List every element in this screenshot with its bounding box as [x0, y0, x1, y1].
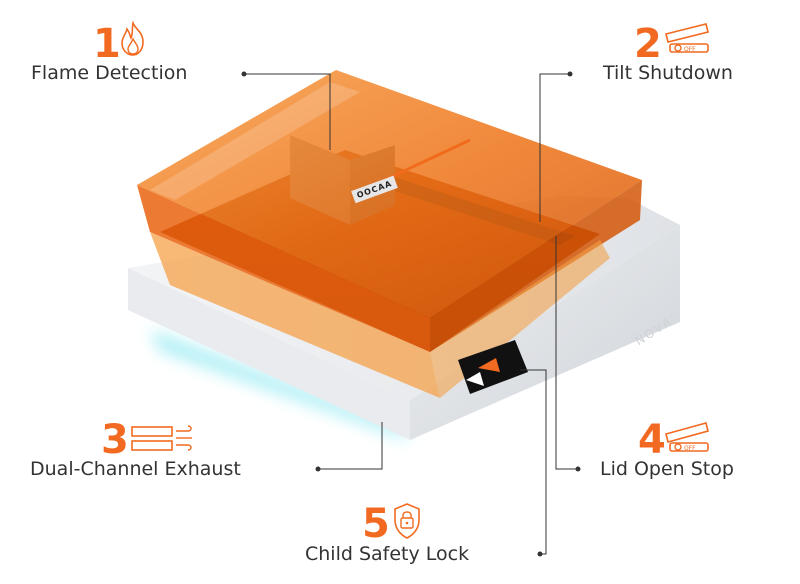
- flame-icon: [116, 20, 150, 58]
- base-front-face: [128, 268, 410, 440]
- callout-label: Child Safety Lock: [305, 543, 470, 565]
- callout-label: Lid Open Stop: [600, 458, 734, 480]
- lid-top: [137, 70, 642, 318]
- callout-number: 1: [93, 21, 121, 67]
- tilt-switch-icon: OFF: [664, 22, 710, 56]
- lid-switch-icon: OFF: [664, 420, 710, 454]
- callout-number: 5: [362, 501, 390, 547]
- callout-number: 2: [634, 21, 662, 67]
- lid-front-wall: [137, 185, 430, 352]
- padlock-shield-icon: [392, 502, 422, 540]
- lid-right-wall: [430, 180, 642, 352]
- leader-lines: [244, 73, 578, 555]
- exhaust-fan-icon: [130, 424, 196, 454]
- callout-label: Tilt Shutdown: [603, 62, 733, 84]
- callout-label: Flame Detection: [31, 62, 188, 84]
- callout-number: 3: [101, 417, 129, 463]
- svg-text:OFF: OFF: [684, 445, 696, 452]
- underglow: [150, 330, 410, 440]
- callout-number: 4: [638, 417, 666, 463]
- svg-text:OFF: OFF: [684, 46, 696, 53]
- callout-label: Dual-Channel Exhaust: [30, 458, 241, 480]
